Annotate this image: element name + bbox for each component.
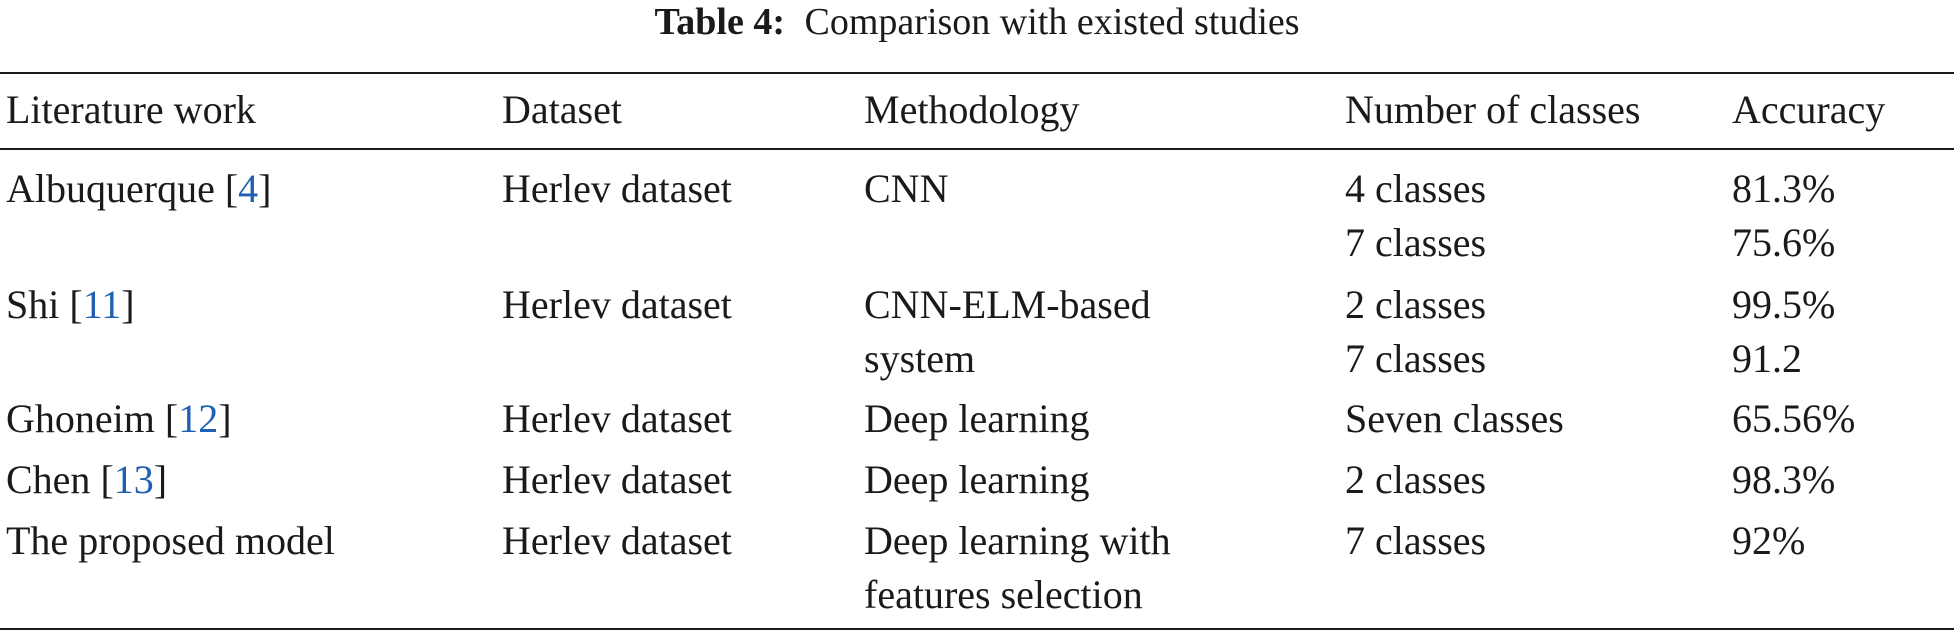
table-row-dataset: Herlev dataset (502, 282, 732, 327)
table-row-author: The proposed model (6, 514, 335, 568)
header-methodology: Methodology (864, 87, 1080, 132)
table-row-classes: Seven classes (1345, 396, 1564, 441)
table-row-author: Shi [11] (6, 282, 135, 327)
table-row-author: Ghoneim [12] (6, 396, 232, 441)
header-literature-work: Literature work (6, 87, 256, 132)
table-row-accuracy: 65.56% (1732, 396, 1856, 441)
table-row-author: Albuquerque [4] (6, 166, 272, 211)
header-number-of-classes: Number of classes (1345, 87, 1641, 132)
table-row-method: features selection (864, 572, 1143, 617)
table-row-accuracy: 99.5% (1732, 282, 1836, 327)
table-row-method: Deep learning (864, 396, 1090, 441)
table-row-accuracy: 91.2 (1732, 336, 1802, 381)
header-dataset: Dataset (502, 87, 622, 132)
author-name: Shi (6, 282, 60, 327)
author-name: The proposed model (6, 518, 335, 563)
table-caption-text: Comparison with existed studies (804, 1, 1300, 43)
table-row-dataset: Herlev dataset (502, 457, 732, 502)
table-row-method: CNN (864, 166, 949, 211)
citation-link[interactable]: 13 (113, 457, 154, 502)
table-caption-label: Table 4: (654, 1, 786, 43)
table-row-author: Chen [13] (6, 457, 168, 502)
table-row-dataset: Herlev dataset (502, 166, 732, 211)
header-accuracy: Accuracy (1732, 87, 1886, 132)
table-row-method: system (864, 336, 976, 381)
table-caption: Table 4: Comparison with existed studies (0, 0, 1954, 44)
table-row-method: CNN-ELM-based (864, 282, 1151, 327)
citation-link[interactable]: 12 (178, 396, 219, 441)
citation-link[interactable]: 11 (82, 282, 122, 327)
table-row-classes: 7 classes (1345, 518, 1487, 563)
author-name: Albuquerque (6, 166, 215, 211)
table-row-classes: 7 classes (1345, 336, 1487, 381)
table-row-accuracy: 75.6% (1732, 220, 1836, 265)
table-row-method: Deep learning (864, 457, 1090, 502)
table-header-rule (0, 148, 1954, 150)
author-name: Ghoneim (6, 396, 155, 441)
citation-link[interactable]: 4 (238, 166, 259, 211)
table-row-method: Deep learning with (864, 518, 1171, 563)
table-bottom-rule (0, 628, 1954, 630)
author-name: Chen (6, 457, 91, 502)
table-row-accuracy: 98.3% (1732, 457, 1836, 502)
table-row-accuracy: 81.3% (1732, 166, 1836, 211)
table-row-dataset: Herlev dataset (502, 396, 732, 441)
table-row-classes: 2 classes (1345, 457, 1487, 502)
table-row-accuracy: 92% (1732, 518, 1806, 563)
table-row-classes: 4 classes (1345, 166, 1487, 211)
table-row-dataset: Herlev dataset (502, 518, 732, 563)
table-row-classes: 7 classes (1345, 220, 1487, 265)
table-top-rule (0, 72, 1954, 74)
table-row-classes: 2 classes (1345, 282, 1487, 327)
